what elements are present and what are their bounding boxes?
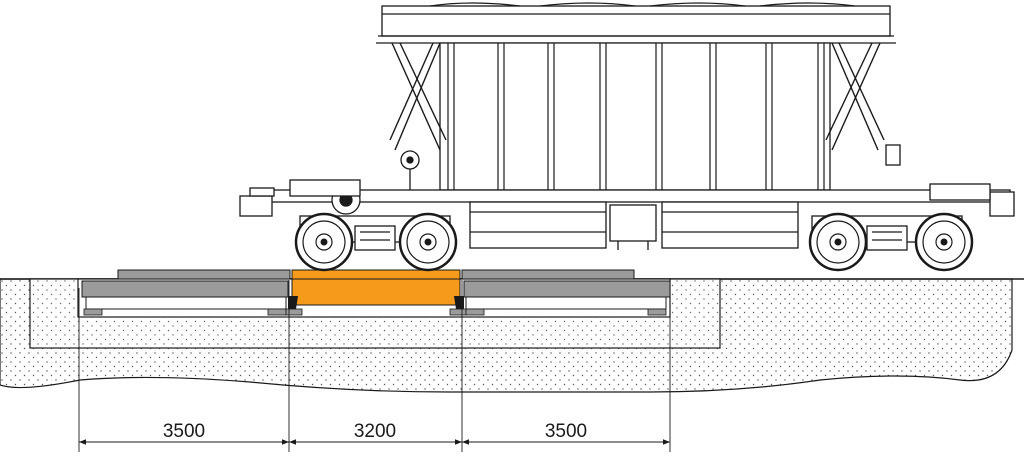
dimension-right-label: 3500 [545, 421, 587, 442]
weighing-platform [285, 269, 467, 316]
dimension-labels: 3500 3200 3500 [163, 421, 587, 442]
left-platform [81, 269, 291, 316]
hopper-car [239, 2, 1015, 251]
dimension-lines [78, 280, 671, 452]
wheel-3 [808, 212, 868, 272]
wheel-2 [398, 212, 458, 272]
dimension-middle-label: 3200 [354, 421, 396, 442]
wheel-1 [294, 212, 354, 272]
wheelsets [294, 212, 974, 272]
wheel-4 [914, 212, 974, 272]
dimension-left-label: 3500 [163, 421, 205, 442]
right-platform [461, 269, 671, 316]
